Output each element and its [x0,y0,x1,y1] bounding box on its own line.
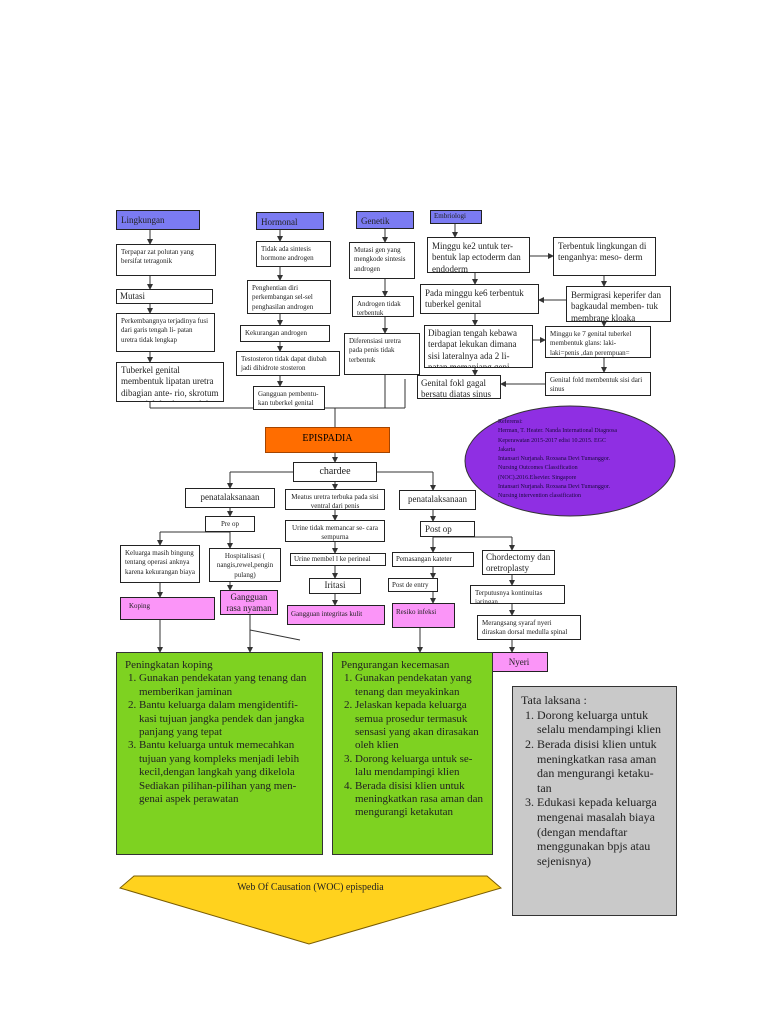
diagnosis-nyeri: Nyeri [490,652,548,672]
intervention-item: Gunakan pendekatan yang tenang dan membe… [139,672,314,699]
reference-line: Intansari Nurjanah. Roxsana Devi Tumangg… [498,456,610,463]
category-genetik: Genetik [356,211,414,229]
intervention-item: Bantu keluarga untuk memecahkan tujuan y… [139,739,314,806]
node-post-de-entry: Post de entry [388,578,438,592]
node-epispadia: EPISPADIA [265,427,390,453]
intervention-item: Gunakan pendekatan yang tenang dan meyak… [355,672,484,699]
tata-laksana-item: Dorong keluarga untuk selalu mendampingi… [537,708,668,737]
diagnosis-gangguan-rasa-nyaman: Gangguan rasa nyaman [220,590,278,615]
node-terpapar: Terpapar zat polutan yang bersifat tetra… [116,244,216,276]
category-hormonal: Hormonal [256,212,324,230]
node-diferensiasi: Diferensiasi uretra pada penis tidak ter… [344,333,420,375]
intervention-item: Bantu keluarga dalam mengidentifi- kasi … [139,699,314,739]
node-pemasangan-kateter: Pemasangan kateter [392,552,474,567]
references-text: Referensi: Herman, T. Heater. Nanda Inte… [498,418,680,502]
intervention-item: Dorong keluarga untuk se- lalu mendampin… [355,753,484,780]
node-chordectomy: Chordectomy dan oretroplasty [482,550,555,575]
tata-laksana-item: Berada disisi klien untuk meningkatkan r… [537,737,668,796]
reference-line: Referensi: [498,419,523,425]
intervention-pengurangan-kecemasan: Pengurangan kecemasan Gunakan pendekatan… [332,652,493,855]
reference-line: (NOC).2016.Elsevier. Singapore [498,474,577,481]
reference-line: Intansari Nurjanah. Roxsana Devi Tumangg… [498,484,610,491]
node-urine-membel: Urine membel l ke perineal [290,553,386,566]
intervention-item: Jelaskan kepada keluarga semua prosedur … [355,699,484,753]
reference-line: Herman, T. Heater. Nanda International D… [498,428,618,435]
node-merangsang: Merangsang syaraf nyeri diraskan dorsal … [477,615,581,640]
node-urine-tidak: Urine tidak memancar se- cara sempurna [285,520,385,542]
tata-laksana-item: Edukasi kepada keluarga mengenai masalah… [537,795,668,868]
node-testosteron: Testosteron tidak dapat diubah jadi dihi… [236,351,340,376]
node-perkembangan: Perkembangnya terjadinya fusi dari garis… [116,313,215,352]
reference-ellipse [464,405,676,517]
node-mutasi: Mutasi [116,289,213,304]
node-post-op: Post op [420,521,475,537]
reference-line: Keperawatan 2015-2017 edisi 10.2015. EGC [498,437,606,444]
node-dibagian-tengah: Dibagian tengah kebawa terdapat lekukan … [424,325,533,368]
diagnosis-gangguan-integritas-kulit: Gangguan integritas kulit [287,605,385,625]
node-penatalaksanaan-left: penatalaksanaan [185,488,275,508]
node-minggu-ke2: Minggu ke2 untuk ter- bentuk lap ectoder… [427,237,530,273]
diagnosis-koping: Koping [120,597,215,620]
footer-label-shape: Web Of Causation (WOC) epispedia [119,862,502,946]
node-keluarga-masih: Keluarga masih bingung tentang operasi a… [120,545,200,583]
node-bermigrasi: Bermigrasi keperifer dan bagkaudal membe… [566,286,671,322]
intervention-peningkatan-koping: Peningkatan koping Gunakan pendekatan ya… [116,652,323,855]
node-androgen-tidak: Androgen tidak terbentuk [352,296,414,317]
diagnosis-resiko-infeksi: Resiko infeksi [392,603,455,628]
node-minggu-ke7: Minggu ke 7 genital tuberkel membentuk g… [545,326,651,358]
node-chardee: chardee [293,462,377,482]
category-embriologi: Embriologi [430,210,482,224]
node-pre-op: Pre op [205,516,255,532]
intervention-title: Pengurangan kecemasan [341,659,450,671]
node-kekurangan-androgen: Kekurangan androgen [240,325,330,342]
node-penghentian: Penghentian diri perkembangan sel-sel pe… [247,280,331,314]
node-iritasi: Iritasi [309,578,361,594]
node-tuberkel-lipatan: Tuberkel genital membentuk lipatan uretr… [116,362,224,402]
node-tidak-ada-sintesis: Tidak ada sintesis hormone androgen [256,241,331,267]
intervention-item: Berada disisi klien untuk meningkatkan r… [355,780,484,820]
category-lingkungan: Lingkungan [116,210,200,230]
node-genital-fold-gagal: Genital fokl gagal bersatu diatas sinus … [417,375,501,399]
reference-line: Nursing Outcomes Classification [498,465,578,472]
node-hospitalisasi: Hospitalisasi ( nangis,rewel,pengin pula… [209,548,281,582]
node-terbentuk-lingkungan: Terbentuk lingkungan di tenganhya: meso-… [553,237,656,276]
tata-laksana-box: Tata laksana : Dorong keluarga untuk sel… [512,686,677,916]
footer-arrow-shape [119,875,502,945]
node-mutasi-gen: Mutasi gen yang mengkode sintesis androg… [349,242,415,279]
reference-line: Jakarta [498,446,515,453]
intervention-title: Peningkatan koping [125,659,213,671]
node-penatalaksanaan-right: penatalaksanaan [399,490,476,510]
node-meatus: Meatus uretra terbuka pada sisi ventral … [285,489,385,510]
node-gangguan-pembentukan: Gangguan pembentu- kan tuberkel genital [253,386,325,410]
footer-label: Web Of Causation (WOC) epispedia [237,882,384,893]
tata-laksana-title: Tata laksana : [521,693,587,707]
node-terputusnya: Terputusnya kontinuitas jaringan [470,585,565,604]
node-minggu-ke6: Pada minggu ke6 terbentuk tuberkel genit… [420,284,539,314]
reference-line: Nursing intervention classification [498,493,581,500]
node-genital-fold-membentuk: Genital fold membentuk sisi dari sinus [545,372,651,396]
